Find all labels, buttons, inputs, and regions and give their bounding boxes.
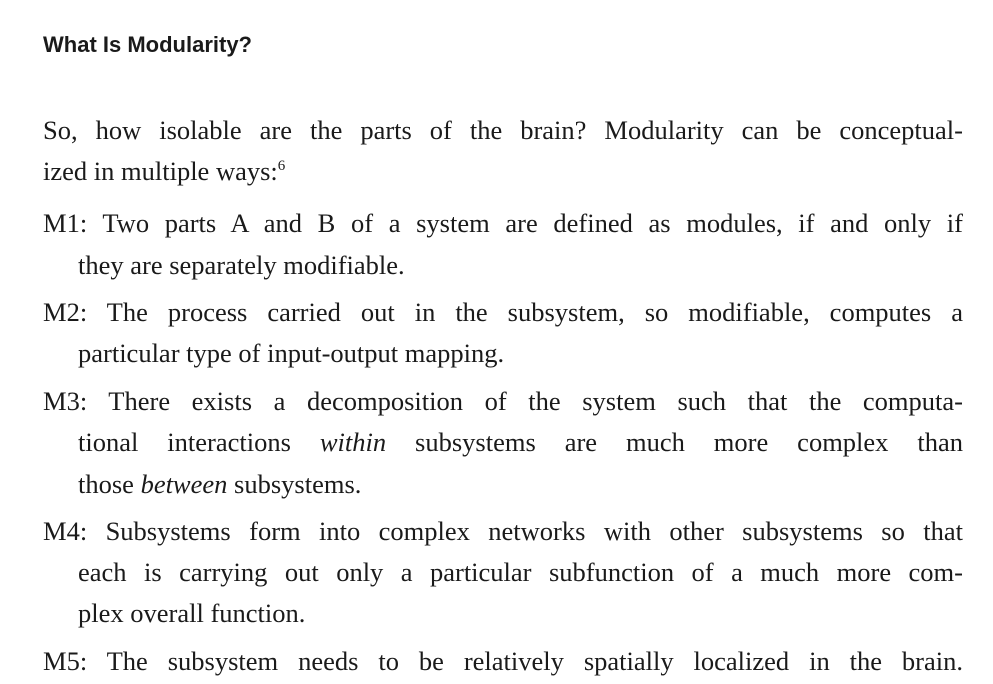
m3-line: M3: There exists a decomposition of the … xyxy=(43,386,963,416)
m3-emphasis: within xyxy=(319,427,387,457)
m4-line: M4: Subsystems form into complex network… xyxy=(43,516,963,546)
footnote-marker[interactable]: 6 xyxy=(277,158,286,174)
m3-text: subsystems are much more complex than xyxy=(386,427,963,457)
m4-line: each is carrying out only a particular s… xyxy=(78,557,963,587)
m3-text: subsystems. xyxy=(227,469,362,499)
m3-line: those between subsystems. xyxy=(78,469,361,499)
m2-line: M2: The process carried out in the subsy… xyxy=(43,297,963,327)
m3-emphasis: between xyxy=(140,469,228,499)
m3-text: tional interactions xyxy=(78,427,320,457)
m3-text: those xyxy=(78,469,141,499)
intro-line: ized in multiple ways:6 xyxy=(43,156,285,186)
m4-line: plex overall function. xyxy=(78,598,306,628)
m5-line: M5: The subsystem needs to be relatively… xyxy=(43,646,963,676)
m1-line: they are separately modifiable. xyxy=(78,250,405,280)
m1-line: M1: Two parts A and B of a system are de… xyxy=(43,208,963,238)
section-heading: What Is Modularity? xyxy=(43,32,252,57)
intro-text: ized in multiple ways: xyxy=(43,156,278,186)
m2-line: particular type of input-output mapping. xyxy=(78,338,505,368)
intro-line: So, how isolable are the parts of the br… xyxy=(43,115,963,145)
m3-line: tional interactions within subsystems ar… xyxy=(78,427,963,457)
